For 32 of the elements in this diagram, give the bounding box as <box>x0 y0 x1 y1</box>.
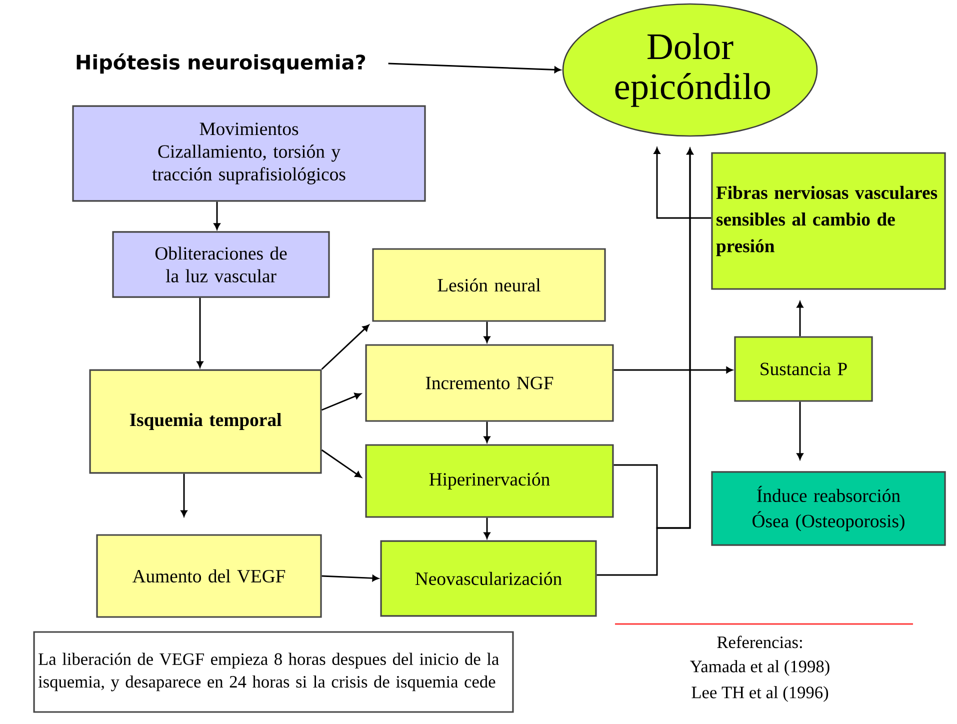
arrow <box>614 366 733 374</box>
arrow <box>196 298 204 368</box>
reference-text: Yamada et al (1998) <box>690 660 830 676</box>
process-box: Incremento NGF <box>365 344 614 422</box>
process-box: Obliteraciones de la luz vascular <box>112 231 330 298</box>
arrow <box>322 574 379 582</box>
process-box: Movimientos Cizallamiento, torsión y tracción suprafisiológicos <box>72 105 426 202</box>
arrow <box>596 148 694 576</box>
arrow <box>321 324 370 370</box>
arrow <box>388 62 561 73</box>
process-box: Índuce reabsorción Ósea (Osteoporosis) <box>711 471 946 546</box>
arrow <box>214 202 220 230</box>
process-box: Sustancia P <box>734 336 873 402</box>
process-box: Neovascularización <box>380 540 597 617</box>
process-box: Hiperinervación <box>365 444 614 518</box>
arrow <box>484 422 490 443</box>
arrow <box>484 518 490 539</box>
process-box: Lesión neural <box>372 248 606 322</box>
reference-text: Lee TH et al (1996) <box>692 686 828 702</box>
arrow <box>796 402 804 460</box>
arrow <box>321 449 362 478</box>
arrow <box>321 392 362 411</box>
arrow <box>484 322 490 343</box>
arrow <box>796 301 804 336</box>
process-box: Fibras nerviosas vasculares sensibles al cambio de presión <box>711 152 946 290</box>
title-text: Hipótesis neuroisquemia? <box>76 53 366 74</box>
process-box: Aumento del VEGF <box>96 534 322 618</box>
arrow <box>654 148 712 219</box>
arrow <box>180 474 188 517</box>
reference-heading: Referencias: <box>717 636 802 648</box>
process-box: La liberación de VEGF empieza 8 horas despues del inicio de la isquemia, y desaparece en 24 horas si la crisis de isquemia cede <box>33 631 514 713</box>
process-box: Isquemia temporal <box>89 369 322 474</box>
